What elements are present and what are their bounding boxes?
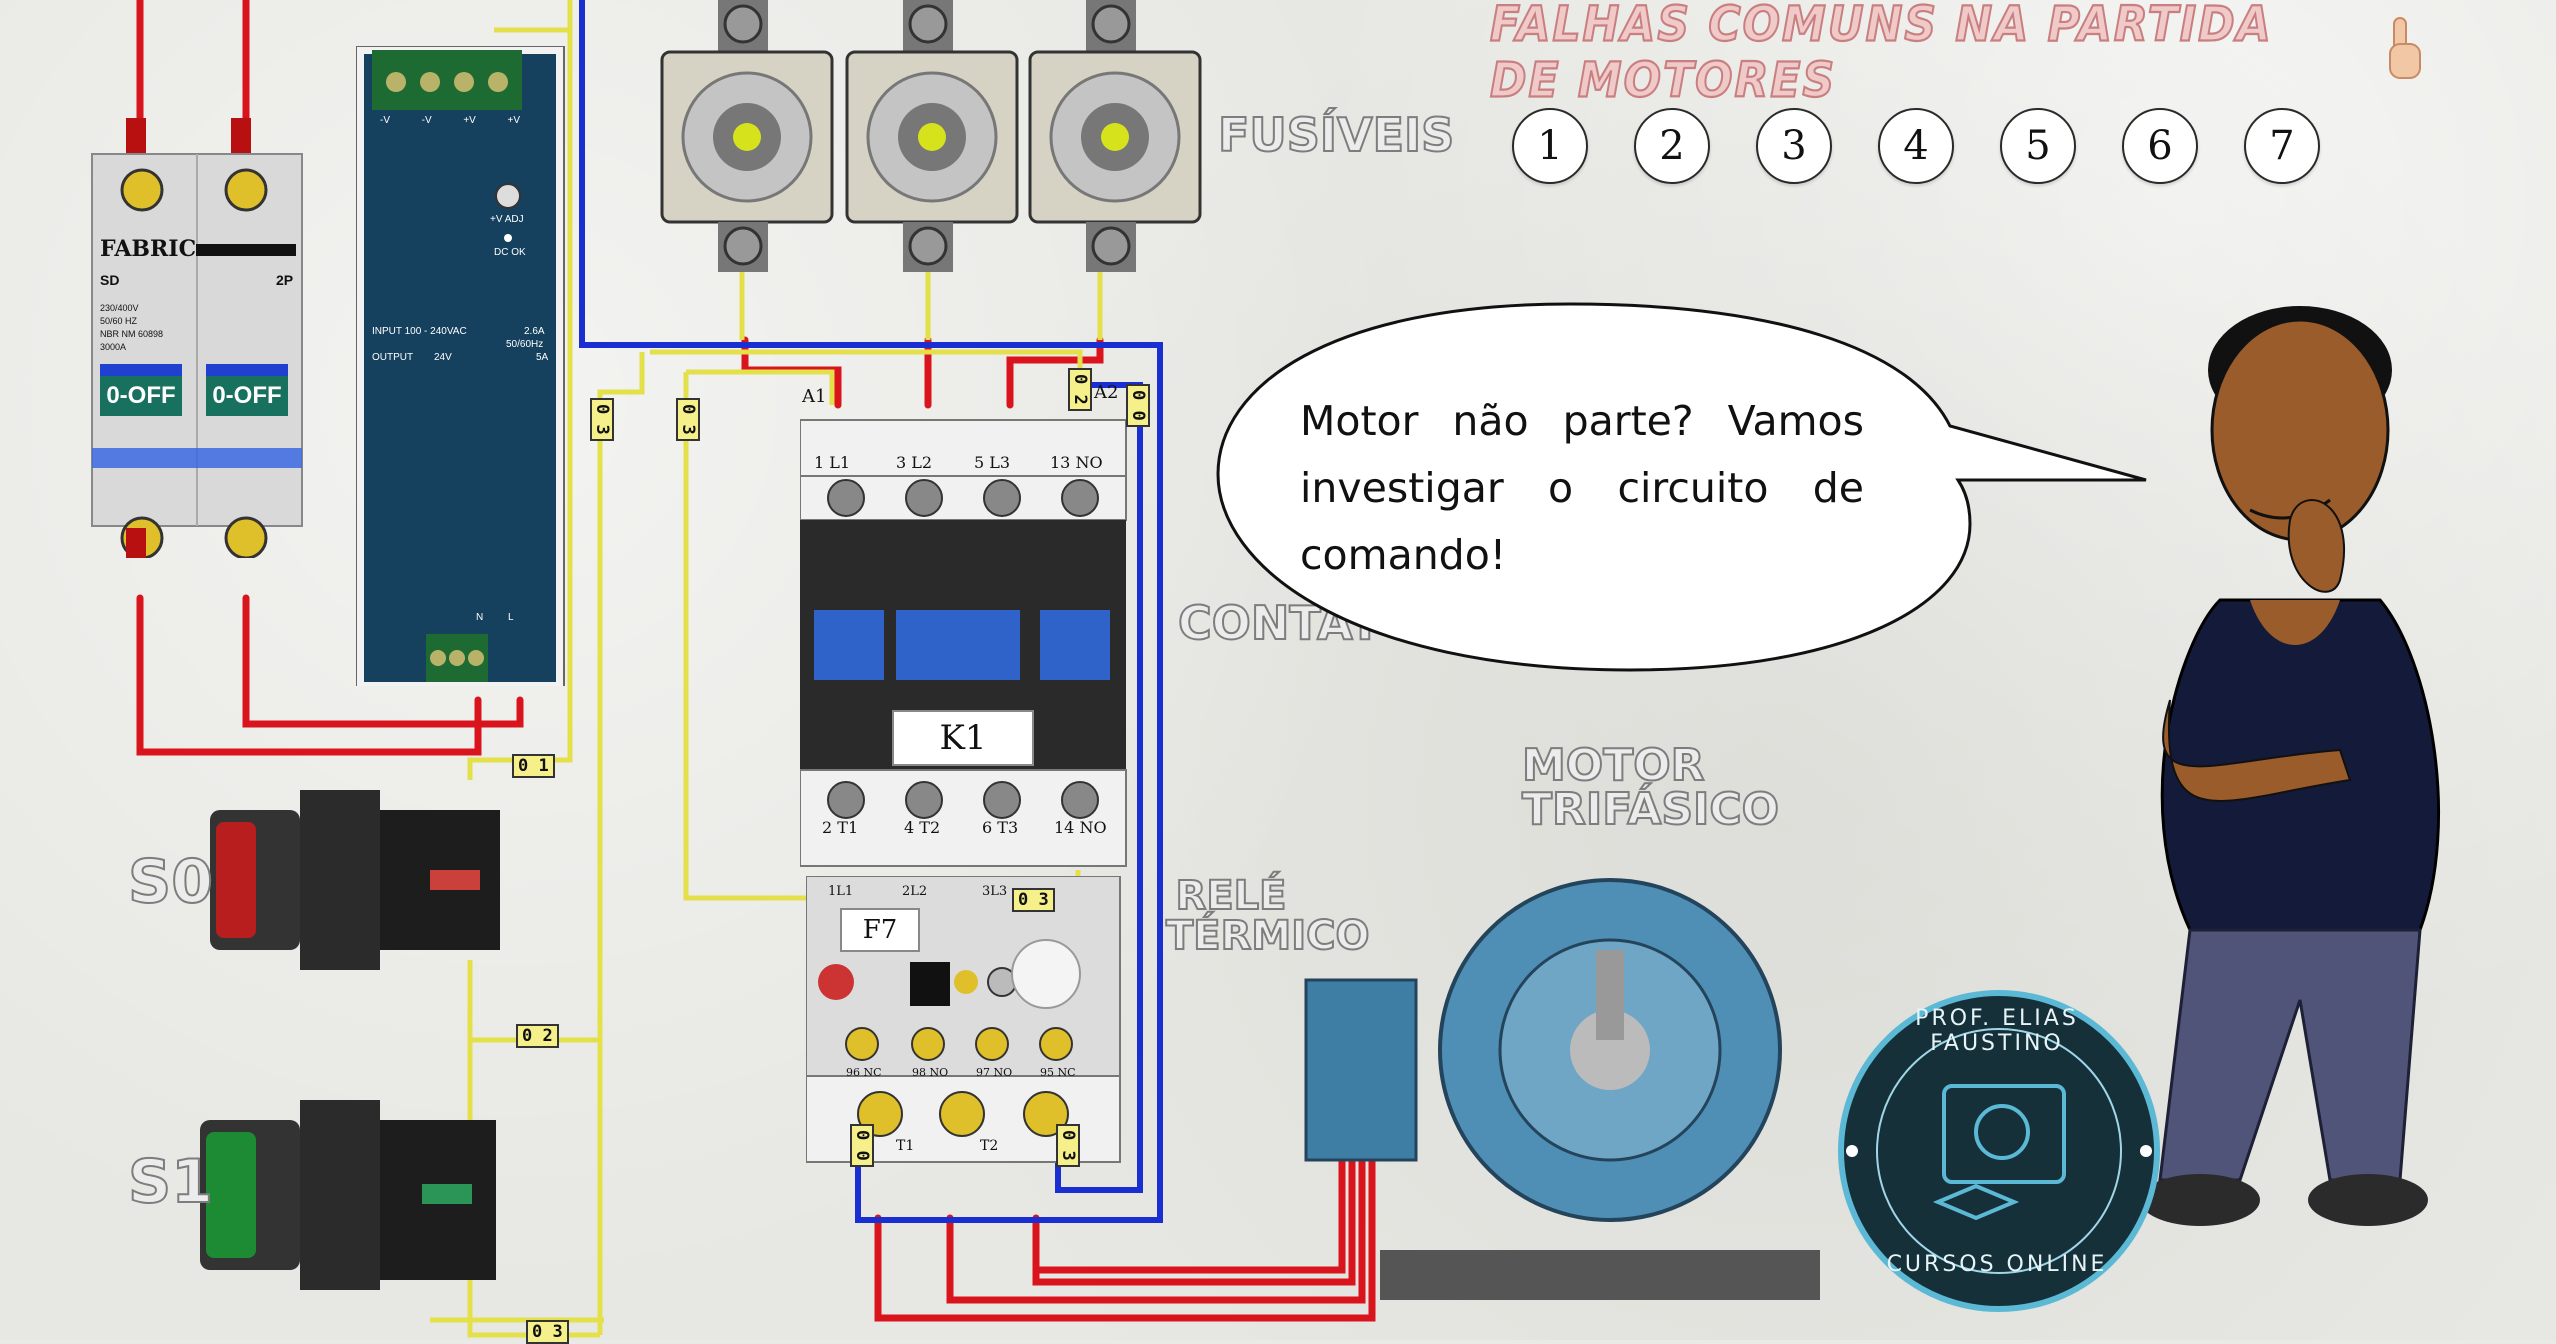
label-motor-line1: MOTOR [1521,740,1706,791]
wire-tag: 0 3 [526,1320,569,1344]
relay-top-3: 3L3 [982,884,1008,899]
psu-output: OUTPUT [372,352,414,363]
psu-output-a: 5A [536,352,549,363]
relay-contact-98: 98 NO [912,1066,949,1079]
power-supply [356,46,565,686]
psu-dc-ok: DC OK [494,247,526,258]
psu-output-v: 24V [434,352,452,363]
nav-button-5[interactable]: 5 [2000,108,2076,184]
psu-terminal-3: +V [463,115,476,126]
psu-terminal-4: +V [507,115,520,126]
breaker-switch-right[interactable]: 0-OFF [206,376,288,416]
contactor-k1 [800,419,1127,867]
wire-tag: 0 3 [676,398,700,441]
wire-tag: 0 3 [1056,1124,1080,1167]
nav-button-4[interactable]: 4 [1878,108,1954,184]
fuse-3 [1028,0,1202,272]
contactor-a1: A1 [802,386,827,407]
nav-button-6[interactable]: 6 [2122,108,2198,184]
relay-contact-97: 97 NO [976,1066,1013,1079]
nav-button-3[interactable]: 3 [1756,108,1832,184]
breaker-poles: 2P [276,272,294,288]
breaker-switch-left[interactable]: 0-OFF [100,376,182,416]
circuit-breaker [91,118,303,558]
speech-bubble-text: Motor não parte? Vamos investigar o circ… [1300,397,1864,579]
wire-tag: 0 1 [512,754,555,778]
relay-top-2: 2L2 [902,884,928,899]
fuse-2 [845,0,1019,272]
psu-freq: 50/60Hz [506,339,544,350]
contactor-top-3: 5 L3 [974,453,1011,472]
logo-badge [1838,990,2160,1312]
fuse-1 [660,0,834,272]
speech-bubble [1216,302,2147,672]
three-phase-motor [1304,878,1820,1300]
wire-tag: 0 0 [850,1124,874,1167]
blue-wires [579,0,1163,1223]
psu-terminal-1: -V [380,115,390,126]
wire-tag: 0 2 [1068,368,1092,411]
breaker-brand-bar [196,244,296,256]
logo-top-text: PROF. ELIAS FAUSTINO [1915,1006,2079,1056]
breaker-model: SD [100,272,120,288]
contactor-top-2: 3 L2 [896,453,933,472]
psu-terminal-n: N [476,612,484,623]
label-rele-line1: RELÉ [1175,873,1288,919]
contactor-bottom-3: 6 T3 [982,818,1019,837]
psu-terminal-labels: -V -V +V +V [380,115,520,126]
breaker-spec4: 3000A [100,342,127,352]
breaker-spec1: 230/400V [100,303,139,313]
label-rele-line2: TÉRMICO [1165,913,1370,959]
contactor-bottom-1: 2 T1 [822,818,859,837]
label-motor-line2: TRIFÁSICO [1521,784,1780,835]
breaker-spec2: 50/60 HZ [100,316,138,326]
psu-terminal-l: L [508,612,514,623]
contactor-top-4: 13 NO [1050,453,1103,472]
nav-button-7[interactable]: 7 [2244,108,2320,184]
psu-input: INPUT 100 - 240VAC [372,326,467,337]
relay-contact-96: 96 NC [846,1066,882,1079]
label-fusiveis: FUSÍVEIS [1217,108,1455,162]
relay-top-1: 1L1 [828,884,854,899]
relay-out-t2: T2 [980,1138,999,1154]
contactor-bottom-4: 14 NO [1054,818,1107,837]
breaker-spec3: NBR NM 60898 [100,329,164,339]
contactor-top-1: 1 L1 [814,453,851,472]
contactor-label: K1 [892,710,1034,766]
character-professor [2140,306,2441,1226]
breaker-brand: FABRIC [100,236,197,262]
psu-terminal-2: -V [421,115,432,126]
logo-bottom-text: CURSOS ONLINE [1886,1252,2108,1277]
nav-button-2[interactable]: 2 [1634,108,1710,184]
thermal-relay-label: F7 [840,908,920,952]
fuses [660,0,1202,272]
relay-out-t1: T1 [896,1138,915,1154]
wire-tag: 0 3 [1012,888,1055,912]
label-rele: RELÉ TÉRMICO [1165,873,1370,959]
wire-tag: 0 0 [1126,384,1150,427]
label-s0: S0 [127,847,214,917]
wire-tag: 0 3 [590,398,614,441]
relay-contact-95: 95 NC [1040,1066,1076,1079]
hand-pointer-icon[interactable] [2384,14,2424,84]
psu-adj: +V ADJ [490,214,524,225]
pushbutton-s1[interactable] [200,1080,500,1300]
psu-input-rating: 2.6A [524,326,545,337]
nav-button-1[interactable]: 1 [1512,108,1588,184]
label-s1: S1 [127,1147,214,1217]
wire-tag: 0 2 [516,1024,559,1048]
contactor-bottom-2: 4 T2 [904,818,941,837]
contactor-a2: A2 [1094,382,1119,403]
page-title: FALHAS COMUNS NA PARTIDA DE MOTORES [1489,0,2273,110]
pushbutton-s0[interactable] [210,770,510,980]
label-motor: MOTOR TRIFÁSICO [1521,740,1780,835]
